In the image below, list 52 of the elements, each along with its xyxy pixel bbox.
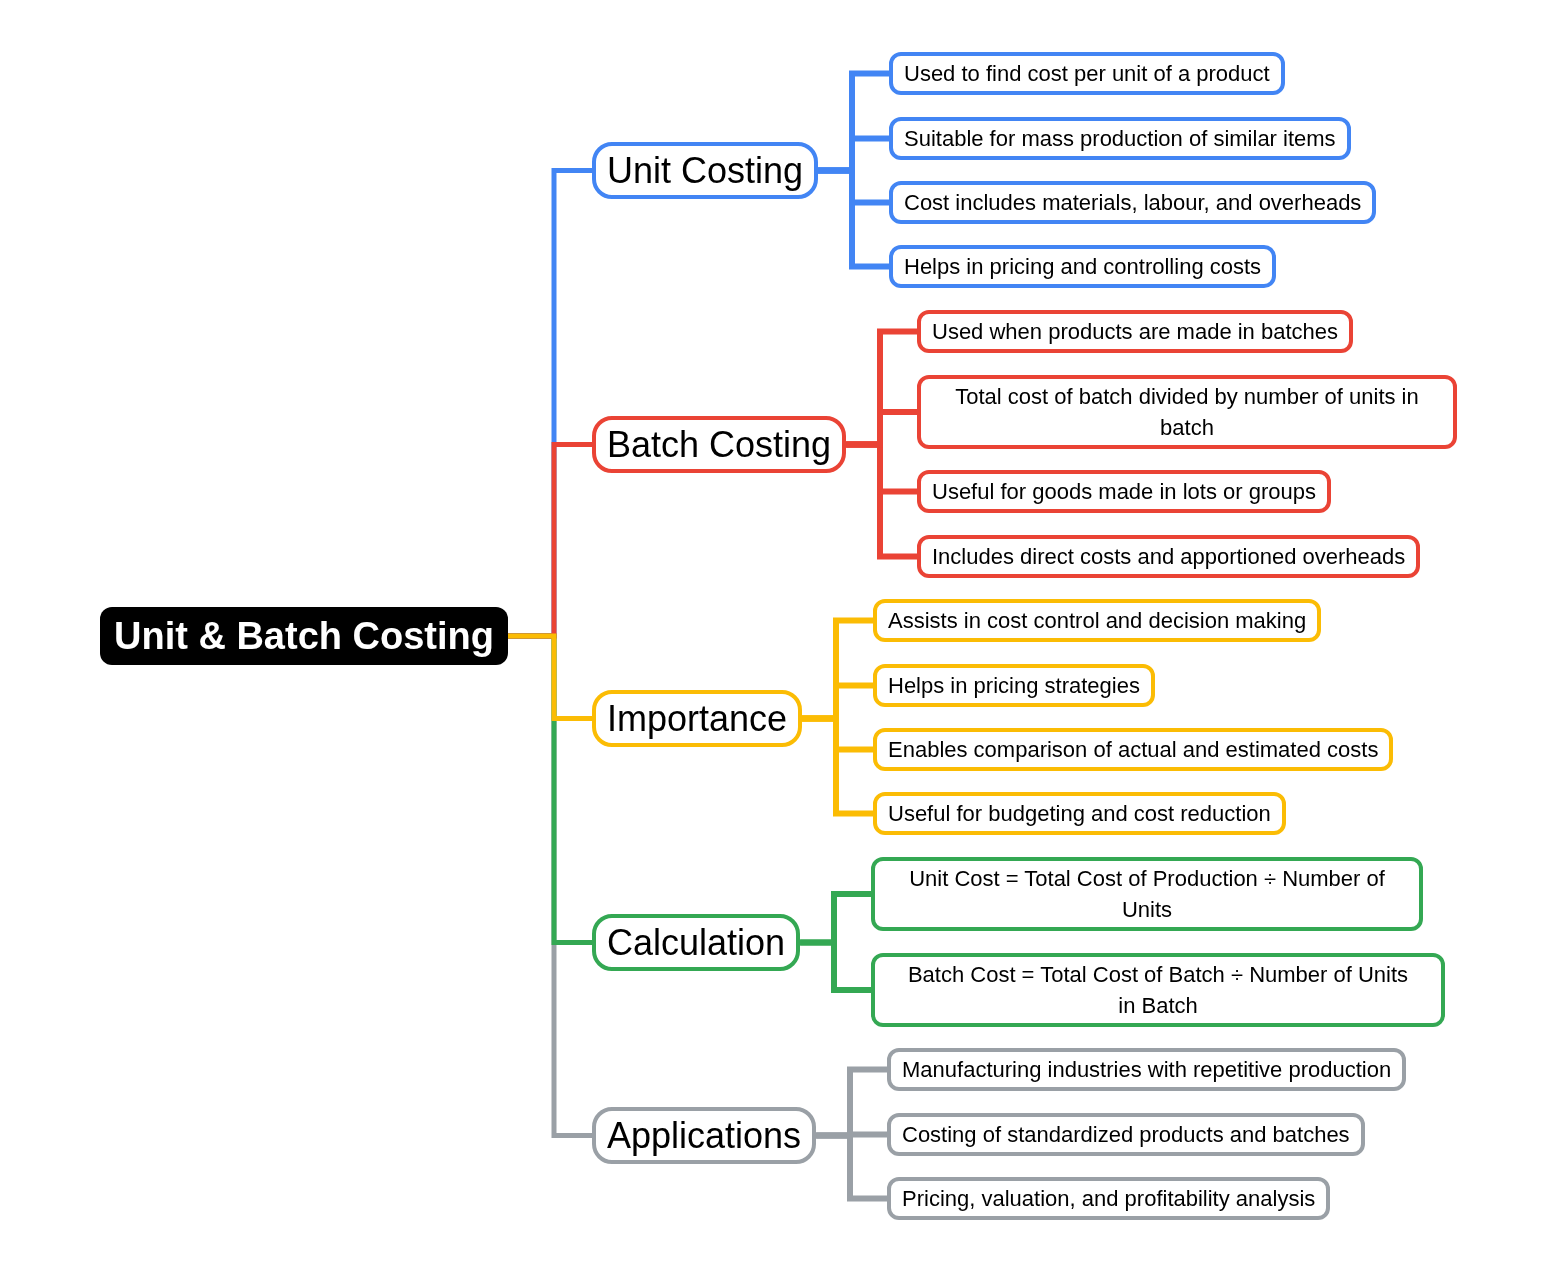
subtopic-box (873, 728, 1394, 771)
topic-text: Batch Cost = Total Cost of Batch ÷ Number of Units in Batch (907, 962, 1409, 1018)
subtopic-box (917, 470, 1331, 513)
topic-text: Assists in cost control and decision making (888, 608, 1307, 633)
topic-text: Batch Costing (607, 424, 832, 465)
subtopic-box (871, 857, 1423, 931)
topic-text: Total cost of batch divided by number of units in batch (955, 384, 1419, 440)
central-topic-box (100, 607, 508, 665)
topic-text: Suitable for mass production of similar items (904, 126, 1336, 151)
connector-line (818, 167, 889, 206)
topic-box (592, 416, 847, 473)
subtopic-box (917, 375, 1457, 449)
subtopic-box (889, 52, 1285, 95)
topic-text: Enables comparison of actual and estimated costs (888, 737, 1379, 762)
topic-box (592, 1107, 817, 1164)
topic-text: Importance (607, 698, 788, 739)
topic-text: Costing of standardized products and batches (902, 1122, 1350, 1147)
topic-box (592, 690, 803, 747)
subtopic-box (887, 1177, 1331, 1220)
connector-line (508, 633, 592, 721)
topic-text: Helps in pricing and controlling costs (904, 254, 1262, 279)
subtopic-box (889, 117, 1351, 160)
topic-text: Used when products are made in batches (932, 319, 1338, 344)
topic-text: Useful for budgeting and cost reduction (888, 801, 1271, 826)
topic-box (592, 142, 819, 199)
topic-text: Cost includes materials, labour, and overheads (904, 190, 1362, 215)
subtopic-box (889, 245, 1277, 288)
subtopic-box (873, 664, 1155, 707)
topic-text: Pricing, valuation, and profitability analysis (902, 1186, 1316, 1211)
subtopic-box (917, 310, 1353, 353)
topic-text: Useful for goods made in lots or groups (932, 479, 1316, 504)
topic-text: Used to find cost per unit of a product (904, 61, 1270, 86)
subtopic-box (917, 535, 1421, 578)
topic-text: Applications (607, 1115, 802, 1156)
topic-text: Calculation (607, 922, 786, 963)
subtopic-box (889, 181, 1377, 224)
topic-text: Unit & Batch Costing (114, 615, 494, 657)
topic-text: Unit Costing (607, 150, 804, 191)
subtopic-box (887, 1048, 1407, 1091)
subtopic-box (873, 599, 1322, 642)
topic-text: Unit Cost = Total Cost of Production ÷ Number of Units (909, 866, 1385, 922)
subtopic-box (873, 792, 1286, 835)
connector-line (800, 939, 871, 993)
connector-line (846, 409, 917, 448)
subtopic-box (887, 1113, 1365, 1156)
connector-line (816, 1131, 887, 1139)
topic-text: Manufacturing industries with repetitive production (902, 1057, 1392, 1082)
topic-box (592, 914, 801, 971)
topic-text: Includes direct costs and apportioned overheads (932, 544, 1406, 569)
connector-line (802, 715, 873, 753)
subtopic-box (871, 953, 1445, 1027)
topic-text: Helps in pricing strategies (888, 673, 1140, 698)
